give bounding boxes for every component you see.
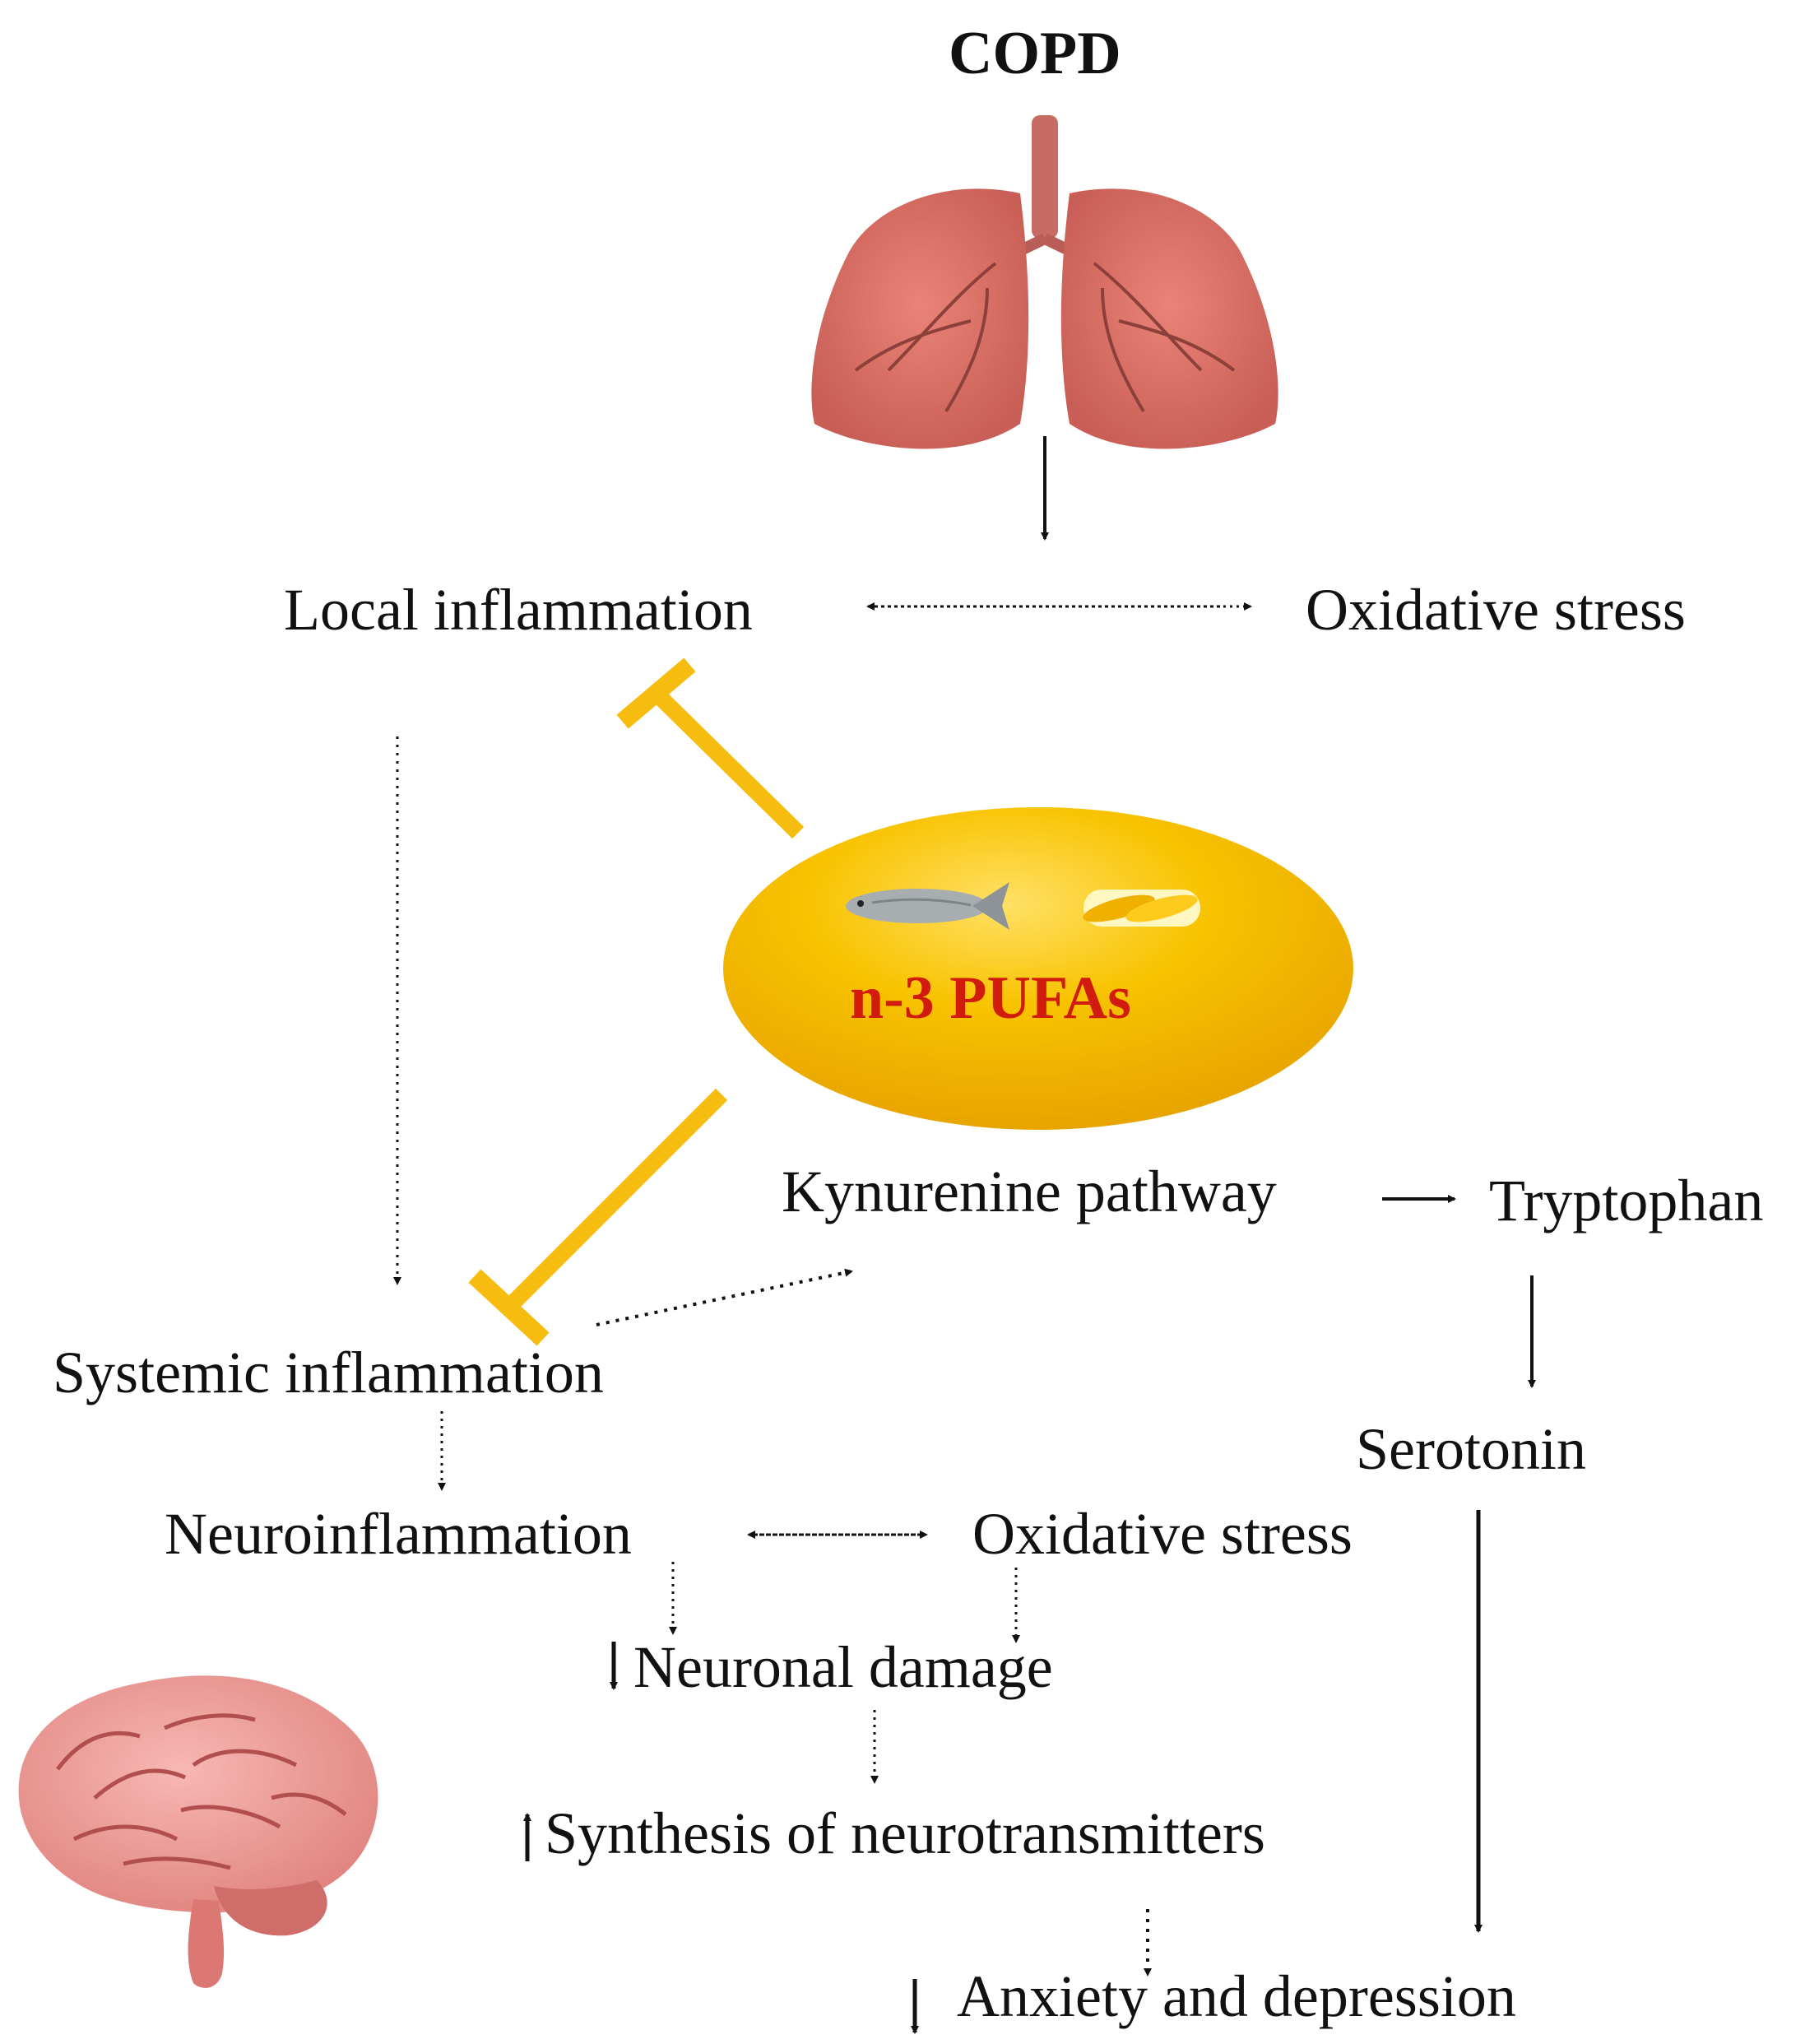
fish-icon (846, 882, 1009, 930)
tryptophan-label: Tryptophan (1489, 1168, 1764, 1233)
n3-pufas-ellipse (723, 807, 1353, 1130)
arrow-systemic-kynurenine (596, 1268, 853, 1326)
diagram-title: COPD (949, 20, 1121, 87)
brain-icon (18, 1675, 378, 1988)
serotonin-label: Serotonin (1356, 1416, 1586, 1482)
local-inflammation-label: Local inflammation (284, 577, 753, 643)
inhibit-systemic-inflammation (468, 1088, 728, 1346)
lungs-icon (811, 115, 1278, 449)
kynurenine-pathway-label: Kynurenine pathway (782, 1159, 1277, 1224)
synthesis-neurotransmitters-label: Synthesis of neurotransmitters (545, 1800, 1265, 1866)
systemic-inflammation-label: Systemic inflammation (53, 1340, 604, 1405)
oxidative-stress-top-label: Oxidative stress (1306, 577, 1686, 643)
oxidative-stress-bottom-label: Oxidative stress (972, 1501, 1353, 1567)
capsule-icon (1083, 890, 1200, 927)
neuronal-damage-label: Neuronal damage (633, 1634, 1053, 1700)
anxiety-depression-label: Anxiety and depression (957, 1963, 1516, 2029)
neuroinflammation-label: Neuroinflammation (165, 1501, 632, 1567)
inhibit-local-inflammation (616, 657, 805, 839)
n3-pufas-label: n-3 PUFAs (850, 964, 1131, 1032)
